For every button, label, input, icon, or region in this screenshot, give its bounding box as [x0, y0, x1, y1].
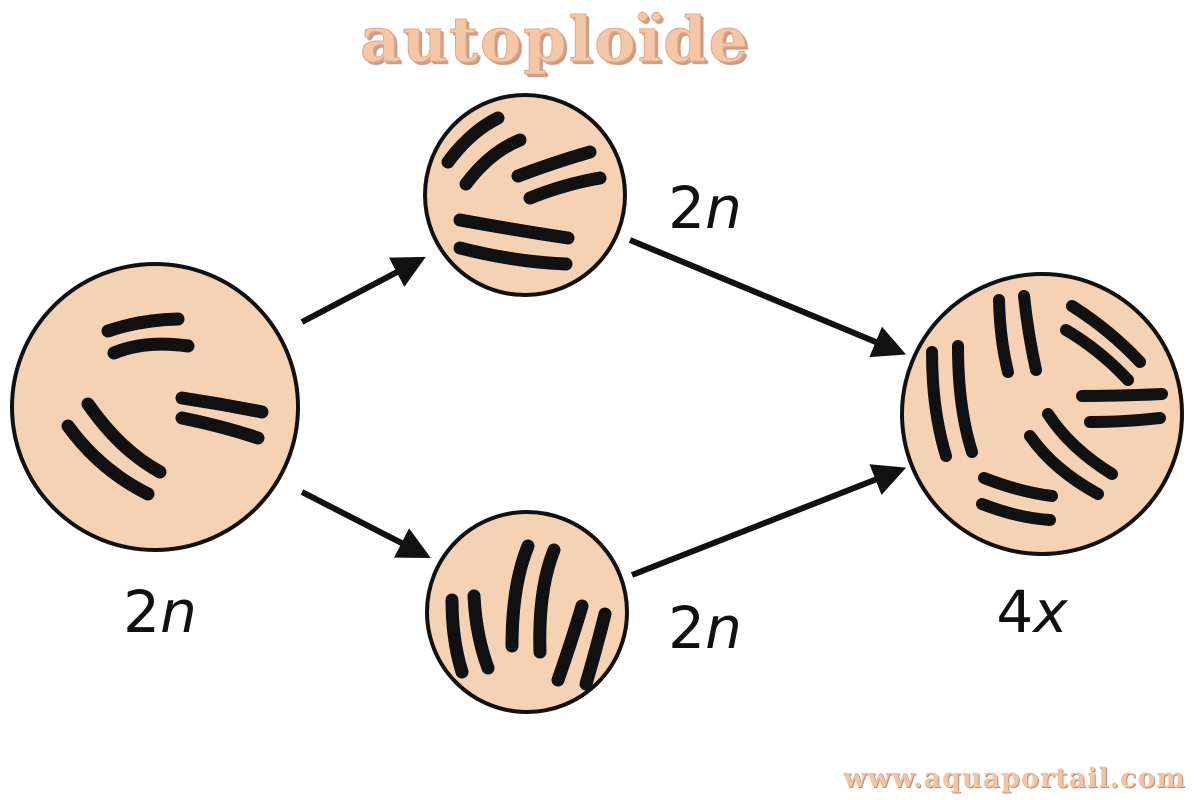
- cell-bottom-membrane: [425, 510, 629, 714]
- chromosome: [453, 213, 575, 245]
- chromosome: [511, 145, 597, 183]
- chromosome: [1042, 408, 1118, 480]
- label-parent-ploidy: 2n: [123, 578, 197, 646]
- chromosome: [579, 607, 612, 691]
- chromosomes-result: [926, 290, 1168, 526]
- chromosome: [101, 312, 185, 338]
- chromosomes-bottom: [445, 539, 612, 691]
- label-top-ploidy: 2n: [668, 174, 742, 242]
- chromosome: [926, 346, 952, 462]
- label-result-count: 4: [996, 578, 1033, 646]
- chromosome: [441, 111, 505, 169]
- label-result-letter: x: [1031, 578, 1068, 646]
- cell-bottom: [425, 510, 629, 714]
- chromosome: [1024, 430, 1104, 500]
- label-top-letter: n: [705, 174, 742, 242]
- label-bottom-count: 2: [668, 594, 705, 662]
- chromosome: [61, 419, 155, 501]
- chromosome: [1066, 300, 1146, 368]
- arrow-bottom-to-result: [630, 464, 907, 578]
- label-bottom-letter: n: [705, 594, 742, 662]
- chromosome: [505, 539, 535, 653]
- chromosome: [467, 589, 495, 675]
- chromosome: [993, 294, 1014, 378]
- label-parent-count: 2: [123, 578, 160, 646]
- chromosome: [1084, 412, 1166, 428]
- label-top-count: 2: [668, 174, 705, 242]
- cell-result: [900, 272, 1184, 556]
- cell-parent-membrane: [10, 262, 300, 552]
- arrow-parent-to-top: [300, 256, 426, 325]
- chromosome: [445, 593, 469, 679]
- chromosomes-parent: [61, 312, 269, 501]
- cell-top: [423, 93, 627, 297]
- arrows: [300, 237, 907, 578]
- arrow-top-to-result: [628, 237, 907, 358]
- chromosome: [1060, 324, 1134, 386]
- cell-parent: [10, 262, 300, 552]
- chromosomes-top: [441, 111, 607, 271]
- chromosome: [551, 599, 589, 687]
- chromosome: [533, 543, 561, 659]
- label-parent-letter: n: [160, 578, 197, 646]
- chromosome: [952, 340, 978, 458]
- chromosome: [107, 337, 195, 360]
- chromosome: [1018, 290, 1042, 376]
- chromosome: [978, 472, 1058, 502]
- arrow-parent-to-bottom: [300, 489, 431, 559]
- label-result-ploidy: 4x: [996, 578, 1068, 646]
- chromosome: [81, 397, 167, 479]
- chromosome: [175, 391, 269, 419]
- chromosome: [1076, 388, 1168, 402]
- chromosome: [453, 241, 573, 271]
- chromosome: [175, 411, 265, 445]
- chromosome: [459, 133, 527, 191]
- label-bottom-ploidy: 2n: [668, 594, 742, 662]
- diagram-title: autoploïde: [360, 3, 750, 77]
- chromosome: [523, 171, 607, 205]
- chromosome: [976, 498, 1056, 526]
- watermark: www.aquaportail.com: [843, 763, 1186, 794]
